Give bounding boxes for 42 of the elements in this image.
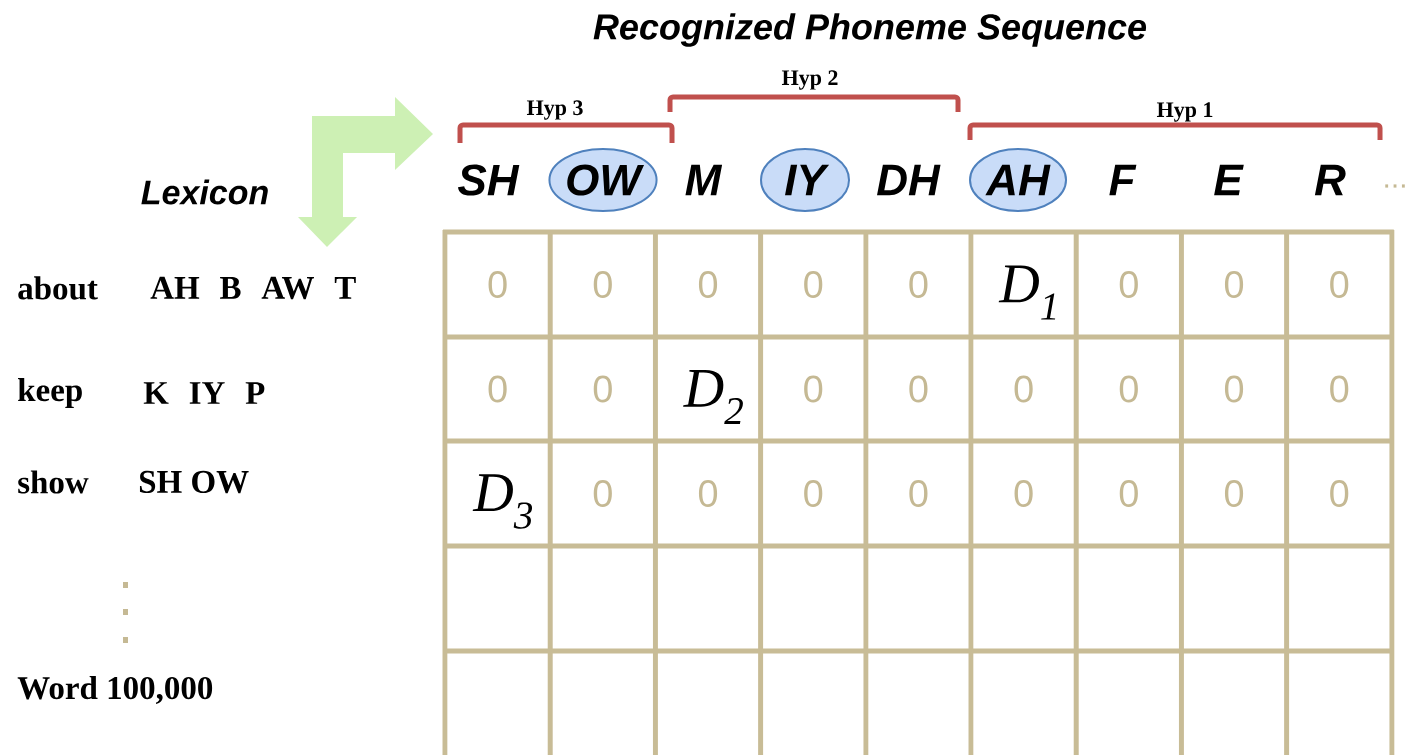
cell-value: 0	[804, 271, 823, 298]
phoneme-label: M	[685, 164, 723, 196]
cell-value: 0	[909, 480, 928, 507]
cell-value: 0	[593, 271, 612, 298]
lexicon-word: Word 100,000	[17, 676, 213, 704]
lexicon-word: keep	[18, 378, 82, 408]
phoneme-label: F	[1109, 164, 1137, 196]
cell-value: 0	[804, 375, 823, 403]
cell-value: 0	[1224, 271, 1244, 298]
cell-value: 0	[1014, 375, 1033, 403]
cell-value: 0	[1330, 480, 1349, 507]
cell-value: 0	[1119, 375, 1138, 403]
cell-value: 0	[1224, 375, 1244, 403]
cell-value: 0	[593, 480, 612, 507]
distance-symbol: D$_{2}$	[683, 370, 743, 425]
pronunciation: AH B AW T	[150, 276, 356, 300]
lexicon-word: about	[18, 276, 98, 300]
cell-value: 0	[1014, 480, 1033, 507]
cell-value: 0	[804, 480, 823, 507]
cell-value: 0	[1224, 480, 1244, 507]
cell-value: 0	[1330, 375, 1349, 403]
phoneme-label: E	[1214, 164, 1244, 196]
pronunciation: SH OW	[139, 470, 249, 494]
cell-value: 0	[909, 271, 928, 298]
phoneme-label: R	[1314, 164, 1346, 196]
lexicon-heading: Lexicon	[141, 179, 268, 205]
lexicon-word: show	[18, 470, 89, 494]
title: Recognized Phoneme Sequence	[593, 13, 1147, 47]
cell-value: 0	[1119, 271, 1138, 298]
cell-value: 0	[593, 375, 612, 403]
cell-value: 0	[698, 271, 718, 298]
phoneme-label: DH	[877, 164, 941, 196]
cell-value: 0	[488, 375, 507, 403]
bracket-label: Hyp 1	[1156, 102, 1213, 122]
cell-value: 0	[1119, 480, 1138, 507]
pronunciation: K IY P	[143, 382, 265, 404]
cell-value: 0	[909, 375, 928, 403]
ellipsis: ...	[1385, 184, 1405, 188]
distance-symbol: D$_{3}$	[472, 474, 532, 529]
cell-value: 0	[1330, 271, 1349, 298]
cell-value: 0	[488, 271, 507, 298]
cell-value: 0	[698, 480, 718, 507]
